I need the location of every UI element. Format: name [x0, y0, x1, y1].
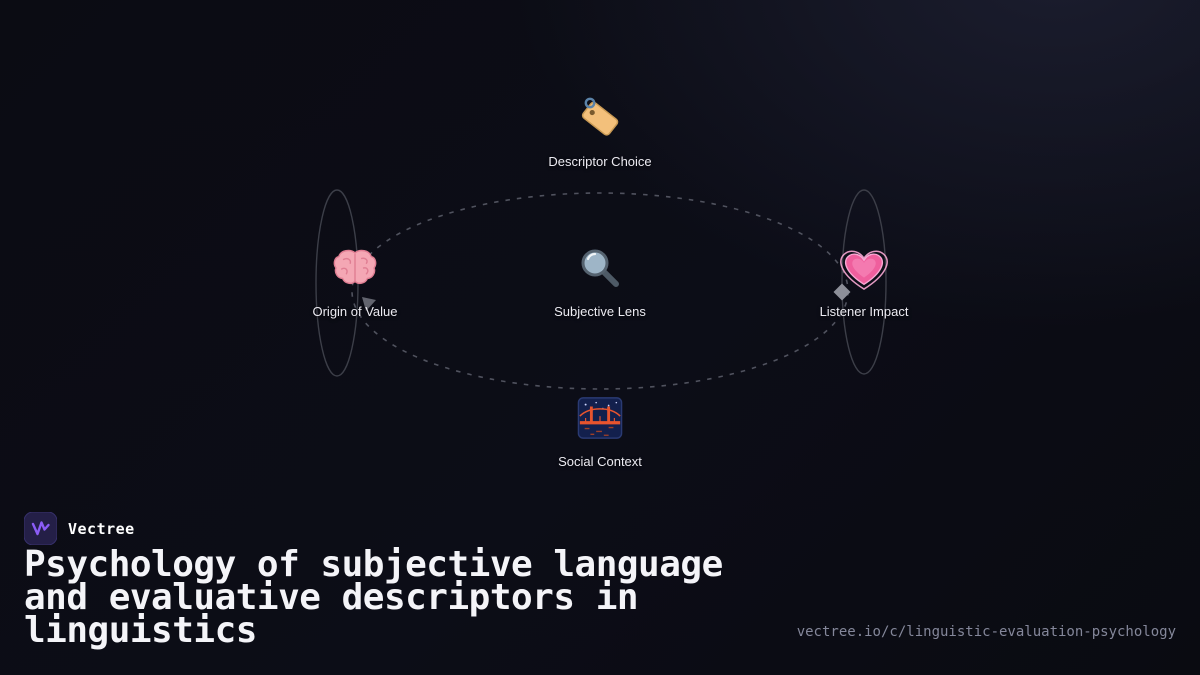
node-descriptor-choice: Descriptor Choice	[510, 94, 690, 169]
title-line-1: Psychology of subjective language	[24, 544, 723, 585]
title-line-3: linguistics	[24, 610, 257, 651]
brand: Vectree	[24, 512, 135, 545]
node-label: Listener Impact	[819, 304, 909, 319]
vectree-logo-icon	[24, 512, 57, 545]
right-ring	[841, 189, 887, 375]
brain-icon	[332, 244, 378, 292]
node-label: Social Context	[558, 454, 642, 469]
arrowhead-icon	[362, 297, 376, 311]
node-heart-growing: Listener Impact	[774, 244, 954, 319]
page-url: vectree.io/c/linguistic-evaluation-psych…	[796, 624, 1176, 640]
node-label: Subjective Lens	[554, 304, 646, 319]
title-line-2: and evaluative descriptors in	[24, 577, 639, 618]
diamond-icon	[833, 283, 851, 301]
node-subjective-lens: Subjective Lens	[510, 244, 690, 319]
bridge-icon	[577, 394, 623, 442]
node-label: Origin of Value	[312, 304, 398, 319]
tag-icon	[576, 94, 624, 142]
magnifier-icon	[578, 244, 622, 292]
node-social-context: Social Context	[510, 394, 690, 469]
node-origin-of-value: Origin of Value	[265, 244, 445, 319]
page-title: Psychology of subjective language and ev…	[24, 544, 804, 651]
node-label: Descriptor Choice	[548, 154, 652, 169]
heart-icon	[839, 244, 889, 292]
brand-name: Vectree	[68, 519, 135, 538]
